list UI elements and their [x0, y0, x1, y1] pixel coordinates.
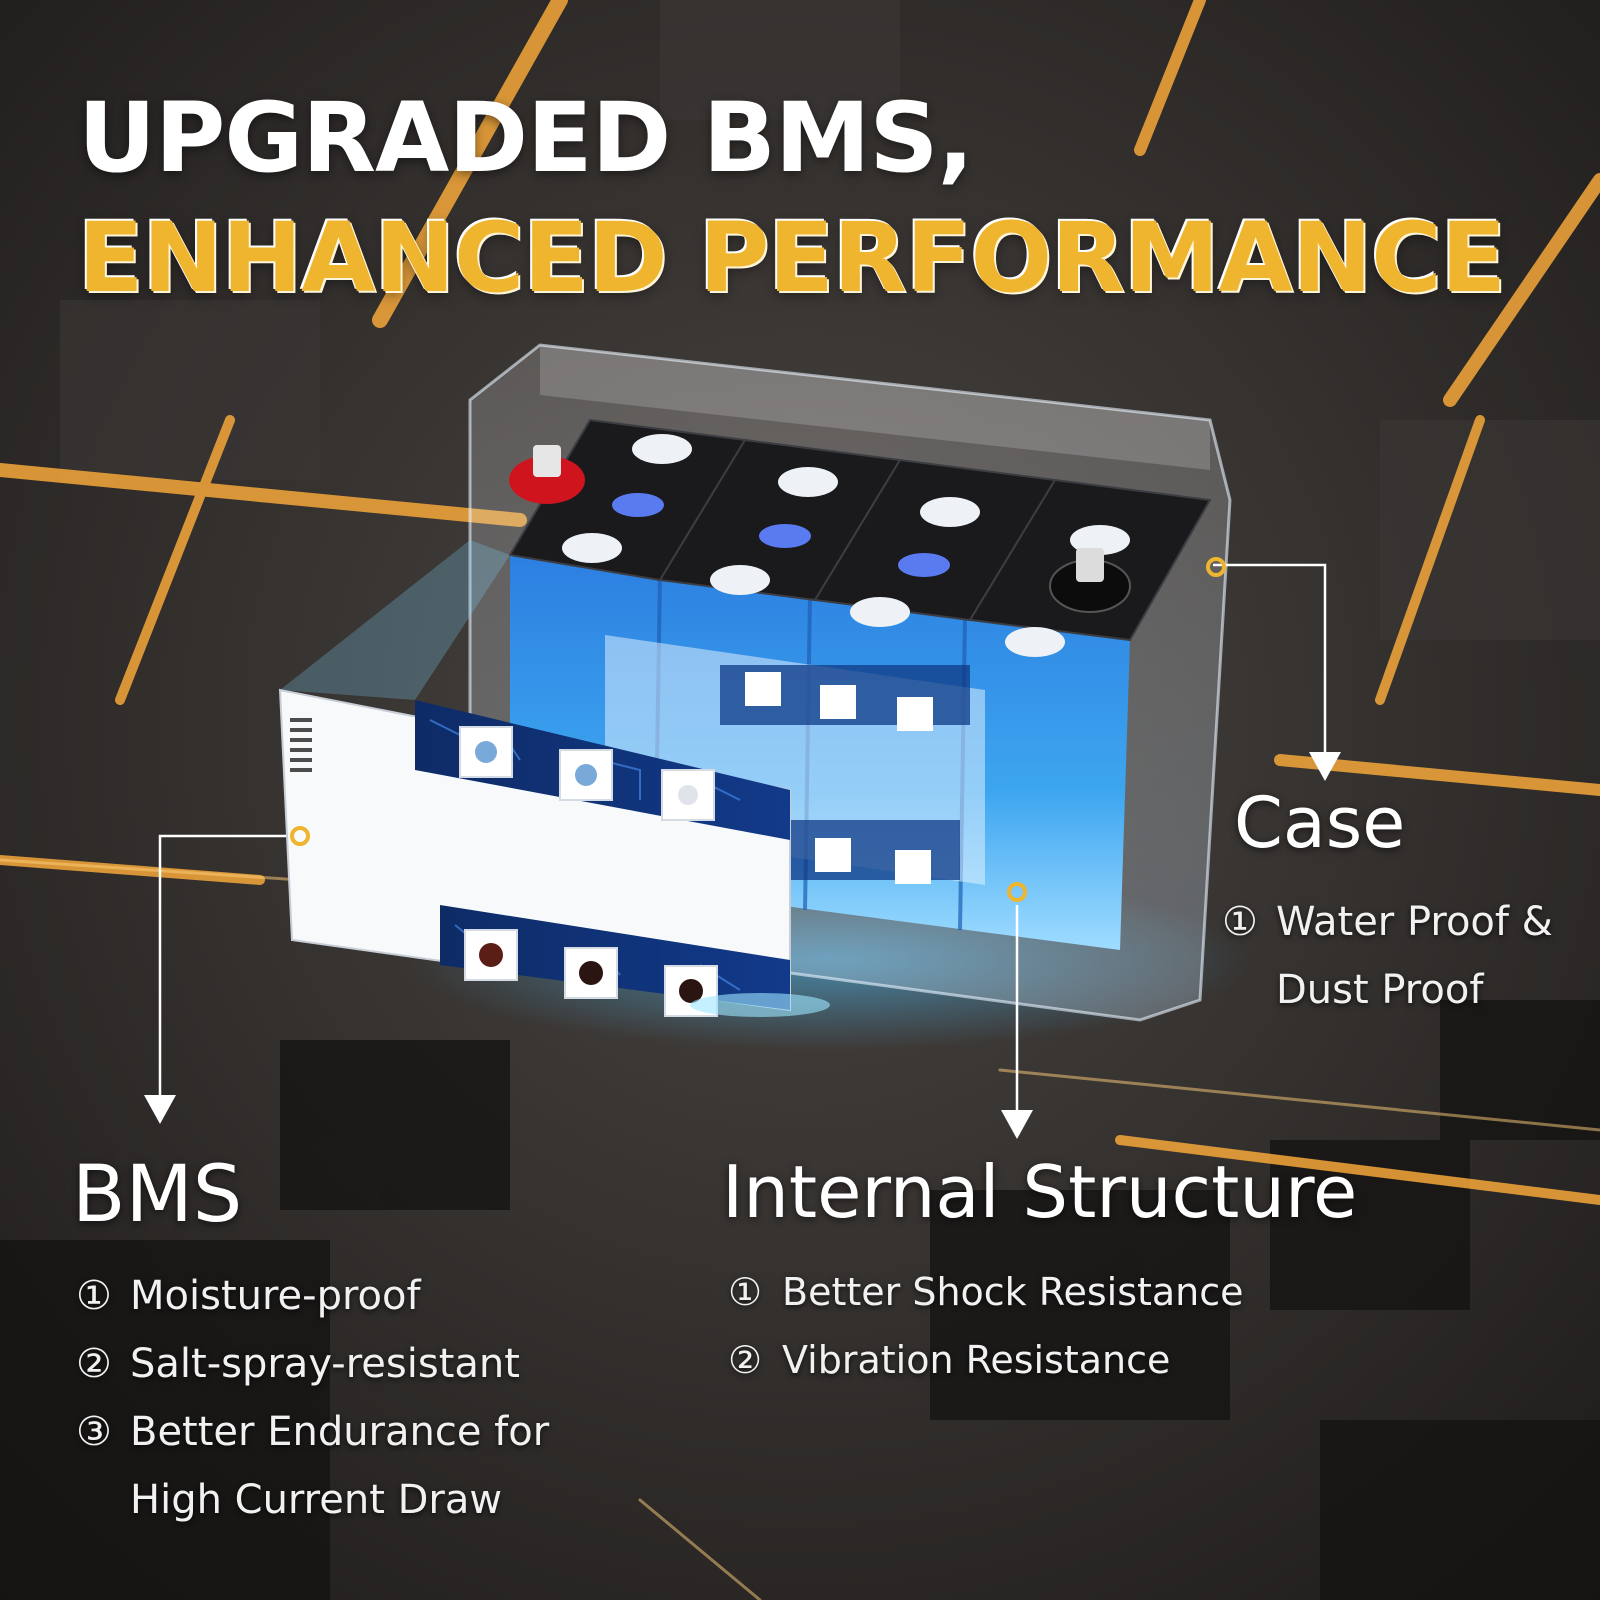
case-feature-1-line2: Dust Proof: [1276, 967, 1484, 1013]
internal-feature-1-text: Better Shock Resistance: [782, 1270, 1244, 1314]
bms-feature-1: ① Moisture-proof: [76, 1262, 549, 1330]
internal-features-list: ① Better Shock Resistance ② Vibration Resi…: [728, 1258, 1244, 1394]
internal-feature-2: ② Vibration Resistance: [728, 1326, 1244, 1394]
internal-feature-1: ① Better Shock Resistance: [728, 1258, 1244, 1326]
internal-feature-1-number: ①: [728, 1270, 763, 1314]
internal-structure-title: Internal Structure: [722, 1150, 1358, 1234]
bms-feature-3: ③ Better Endurance for: [76, 1398, 549, 1466]
bms-feature-1-number: ①: [76, 1273, 112, 1319]
case-feature-1-number: ①: [1222, 899, 1258, 945]
bms-feature-3-number: ③: [76, 1409, 112, 1455]
case-feature-1: ① Water Proof & Dust Proof: [1222, 888, 1553, 1024]
case-title: Case: [1234, 782, 1406, 864]
bms-feature-3-line1: Better Endurance for: [130, 1409, 550, 1455]
bms-feature-2: ② Salt-spray-resistant: [76, 1330, 549, 1398]
battery-illustration: [278, 343, 1232, 1022]
bms-title: BMS: [72, 1150, 243, 1240]
case-feature-1-line1: Water Proof &: [1276, 899, 1553, 945]
internal-feature-2-number: ②: [728, 1338, 763, 1382]
bms-feature-3-line2: High Current Draw: [130, 1477, 503, 1523]
bms-feature-1-text: Moisture-proof: [130, 1273, 421, 1319]
headline-line2: ENHANCED PERFORMANCE: [78, 202, 1506, 314]
bms-feature-2-text: Salt-spray-resistant: [130, 1341, 520, 1387]
bms-feature-2-number: ②: [76, 1341, 112, 1387]
callout-leader-lines: [158, 563, 1327, 1117]
internal-feature-2-text: Vibration Resistance: [782, 1338, 1171, 1382]
headline-line1: UPGRADED BMS,: [78, 82, 974, 194]
